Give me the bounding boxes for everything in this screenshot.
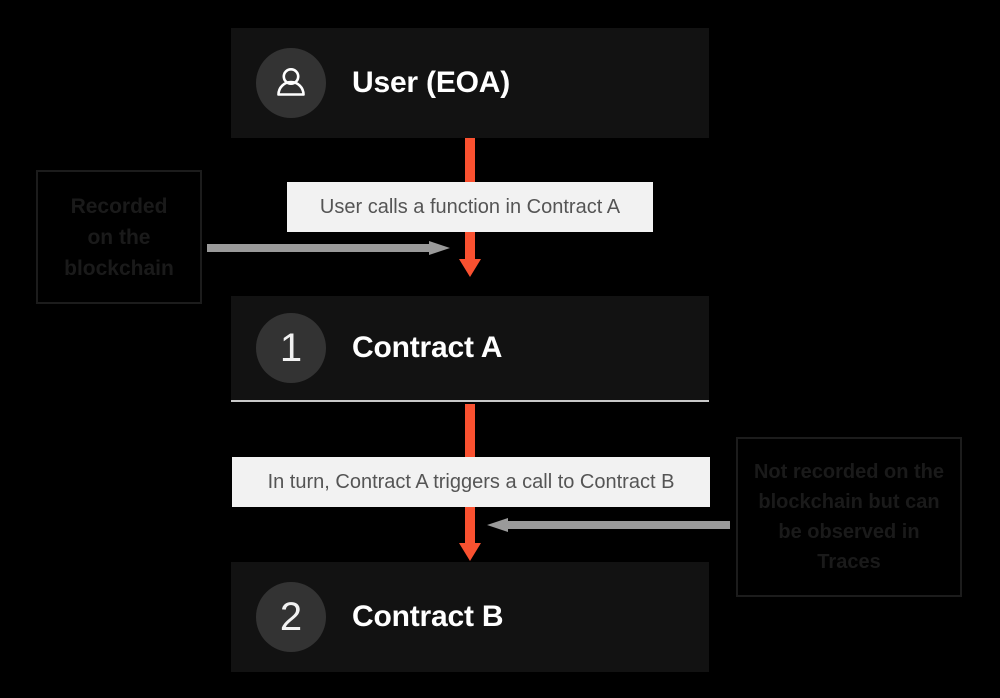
annotation-recorded-on-blockchain: Recorded on the blockchain <box>36 170 202 304</box>
node-contract-a[interactable]: 1 Contract A <box>231 296 709 402</box>
arrowhead-down-icon <box>459 543 481 561</box>
arrow-shaft <box>207 244 435 252</box>
annotation-line: Not recorded on the <box>753 461 944 483</box>
node-label: Contract A <box>352 331 503 364</box>
step-number: 2 <box>279 595 303 639</box>
arrowhead-left-icon <box>487 518 508 532</box>
user-avatar-badge <box>256 48 326 118</box>
arrowhead-right-icon <box>429 241 450 255</box>
annotation-text: Recorded on the blockchain <box>64 191 174 284</box>
step-number: 1 <box>279 326 303 370</box>
node-label: Contract B <box>352 600 504 633</box>
node-contract-b[interactable]: 2 Contract B <box>231 562 709 672</box>
edge-label-user-calls-contract-a: User calls a function in Contract A <box>287 182 653 232</box>
edge-label-contract-a-triggers-contract-b: In turn, Contract A triggers a call to C… <box>232 457 710 507</box>
annotation-arrow-left-icon <box>487 518 730 532</box>
annotation-line: blockchain <box>64 256 174 280</box>
node-label: User (EOA) <box>352 66 511 99</box>
arrow-shaft <box>508 521 730 529</box>
annotation-line: be observed in <box>778 521 920 543</box>
annotation-line: Traces <box>817 551 881 573</box>
step-number-badge: 2 <box>256 582 326 652</box>
step-number-badge: 1 <box>256 313 326 383</box>
annotation-line: blockchain but can <box>758 491 940 513</box>
annotation-text: Not recorded on the blockchain but can b… <box>754 457 944 577</box>
node-user-eoa[interactable]: User (EOA) <box>231 28 709 138</box>
person-icon <box>277 68 305 96</box>
annotation-line: on the <box>87 225 151 249</box>
annotation-line: Recorded <box>70 194 168 218</box>
annotation-arrow-right-icon <box>207 241 450 255</box>
annotation-not-recorded-observed-in-traces: Not recorded on the blockchain but can b… <box>736 437 962 597</box>
arrowhead-down-icon <box>459 259 481 277</box>
